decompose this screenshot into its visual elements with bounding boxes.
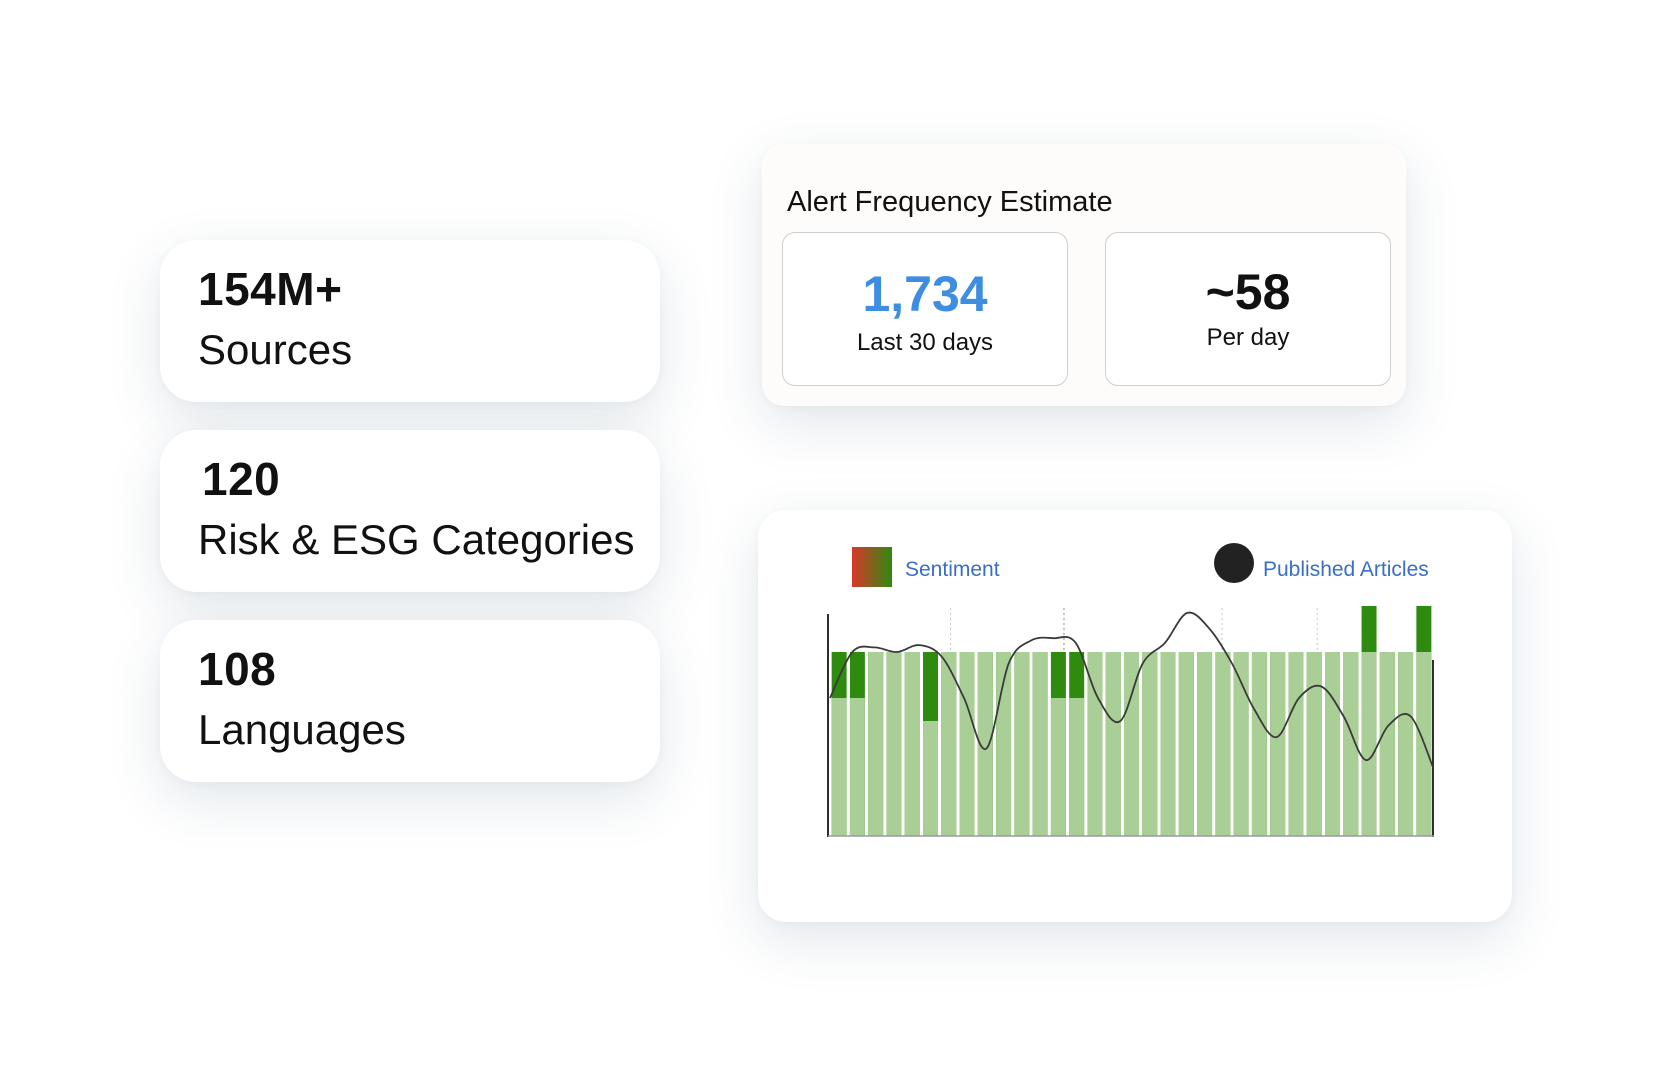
- alert-sub-label: Per day: [1206, 324, 1290, 351]
- articles-bar: [1050, 698, 1066, 836]
- articles-bar: [1233, 652, 1249, 836]
- sentiment-chart-card: Sentiment Published Articles: [758, 510, 1512, 922]
- alert-sub-label: Last 30 days: [856, 329, 994, 356]
- stat-label: Languages: [198, 706, 406, 753]
- alert-box-per-day: ~58 Per day: [1105, 232, 1391, 386]
- articles-bar: [1251, 652, 1267, 836]
- stat-value: 120: [202, 453, 281, 505]
- stat-label: Risk & ESG Categories: [198, 516, 635, 563]
- articles-bar: [849, 698, 865, 836]
- alert-frequency-card: Alert Frequency Estimate 1,734 Last 30 d…: [762, 144, 1406, 406]
- stat-value: 154M+: [198, 263, 343, 315]
- stat-label: Sources: [198, 326, 353, 373]
- stat-card-categories: 120 Risk & ESG Categories: [160, 430, 660, 592]
- articles-bar: [904, 652, 920, 836]
- articles-bar: [1343, 652, 1359, 836]
- published-articles-line: [829, 611, 1434, 768]
- alert-value: ~58: [1205, 264, 1291, 320]
- articles-bar: [1270, 652, 1286, 836]
- sentiment-legend-icon: [852, 547, 892, 587]
- articles-bar: [959, 652, 975, 836]
- articles-bar: [1014, 652, 1030, 836]
- articles-bar: [1197, 652, 1213, 836]
- alert-box-last-30-days: 1,734 Last 30 days: [782, 232, 1068, 386]
- articles-bar: [1325, 652, 1340, 836]
- articles-bar: [1124, 652, 1139, 836]
- alert-title: Alert Frequency Estimate: [787, 186, 1113, 218]
- articles-bar: [868, 652, 884, 836]
- published-articles-legend-icon: [1214, 543, 1254, 583]
- sentiment-chart: Sentiment Published Articles: [827, 543, 1434, 837]
- articles-bar: [1032, 652, 1048, 836]
- articles-bar: [1178, 652, 1194, 836]
- articles-bar: [1215, 652, 1231, 836]
- stat-card-sources: 154M+ Sources: [160, 240, 660, 402]
- articles-bar: [1379, 652, 1395, 836]
- articles-bar: [1361, 652, 1377, 836]
- legend-sentiment-label: Sentiment: [905, 558, 1000, 581]
- articles-bar: [831, 698, 847, 836]
- articles-bar: [977, 652, 993, 836]
- stat-card-languages: 108 Languages: [160, 620, 660, 782]
- articles-bar: [1069, 698, 1085, 836]
- articles-bar: [1306, 652, 1322, 836]
- articles-bar: [941, 652, 957, 836]
- legend-published-articles-label: Published Articles: [1263, 558, 1429, 581]
- articles-bar: [1398, 652, 1414, 836]
- articles-bar: [1105, 652, 1121, 836]
- alert-value: 1,734: [862, 266, 988, 322]
- stat-value: 108: [198, 643, 277, 695]
- articles-bar: [886, 652, 902, 836]
- articles-bar: [923, 721, 938, 836]
- articles-bar: [1160, 652, 1176, 836]
- articles-bar: [1142, 652, 1158, 836]
- articles-bar: [1288, 652, 1304, 836]
